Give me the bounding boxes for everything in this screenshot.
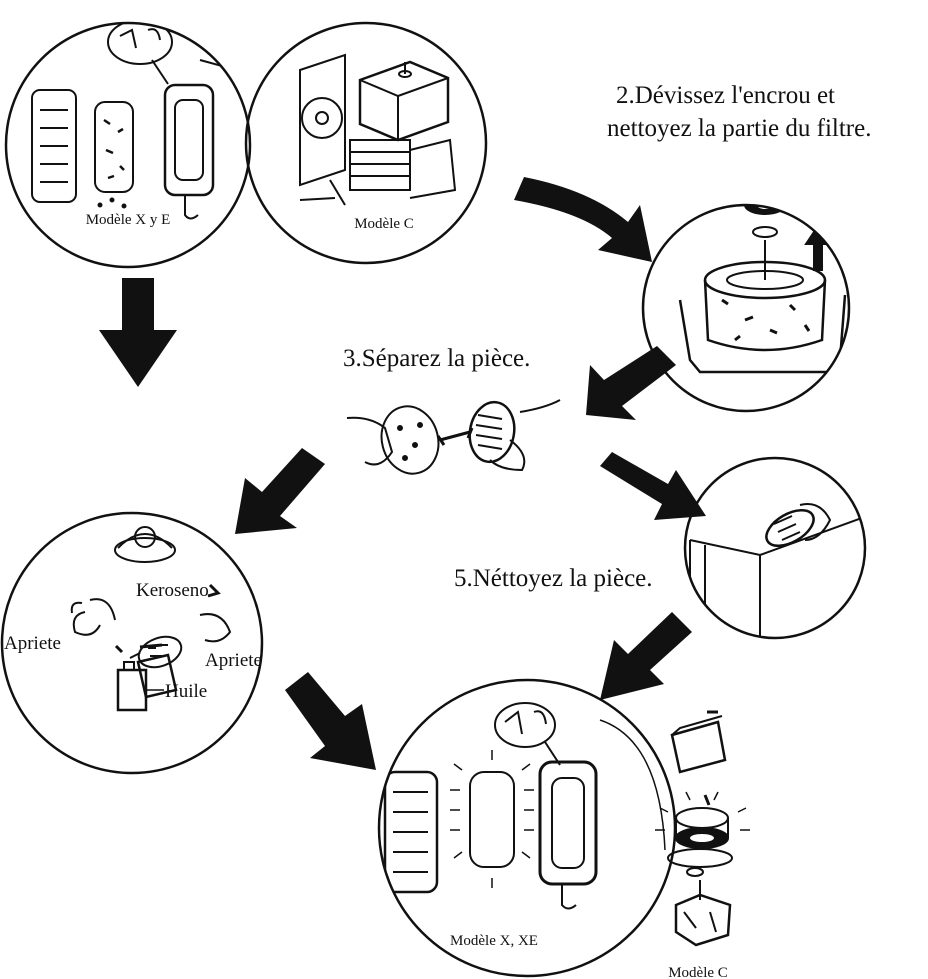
step2-text-line1: 2.Dévissez l'encrou et <box>616 82 835 109</box>
lift-arrow-icon <box>804 224 832 271</box>
circle-c-before: Modèle C <box>244 21 488 265</box>
model-c-foam <box>675 807 729 829</box>
washer <box>752 226 778 238</box>
model-c-gasket <box>686 867 704 877</box>
flow-arrows <box>99 177 706 770</box>
separate-parts-illustration <box>346 399 561 475</box>
caption-model-c-before: Modèle C <box>354 216 414 232</box>
step2-text-line2: nettoyez la partie du filtre. <box>607 115 871 142</box>
air-cleaner-housing <box>163 83 215 197</box>
label-squeeze-right: Apriete <box>205 650 262 671</box>
cover-reassembled <box>383 770 439 894</box>
paper-element <box>468 400 516 464</box>
dirty-filter-element <box>94 101 134 193</box>
arrow-from-clean-icon <box>600 612 692 700</box>
caption-model-c-exploded: Modèle C <box>668 965 728 979</box>
left-hand <box>346 416 394 466</box>
caption-model-x-xe: Modèle X, XE <box>450 933 538 949</box>
circle-reassembled: Modèle X, XE <box>377 678 677 978</box>
model-c-cover <box>670 720 727 774</box>
arrow-to-clean-icon <box>600 452 706 520</box>
detail-bubble <box>107 23 173 65</box>
clean-filter-element <box>469 771 515 868</box>
left-squeeze-hand <box>72 611 101 636</box>
tapping-hand <box>799 503 832 541</box>
arrow-from-wash-icon <box>285 672 376 770</box>
filter-base <box>678 294 847 374</box>
model-c-exploded-view <box>655 710 750 947</box>
model-c-base <box>674 893 732 947</box>
step3-text: 3.Séparez la pièce. <box>343 345 530 372</box>
arrow-to-wash-icon <box>235 448 325 534</box>
kerosene-bowl <box>114 537 176 563</box>
step5-text: 5.Néttoyez la pièce. <box>454 565 653 592</box>
arrow-to-unscrew-icon <box>514 177 652 262</box>
right-hand <box>489 439 526 472</box>
oil-can <box>136 653 178 699</box>
circle-wash-element: Keroseno Apriete Apriete Huile <box>0 511 264 775</box>
circle-unscrew-nut <box>641 203 851 413</box>
foam-element <box>380 405 440 475</box>
arrow-down-icon <box>99 278 177 387</box>
right-squeeze-hand <box>199 613 232 643</box>
arrow-to-separate-icon <box>586 346 676 420</box>
detail-bubble-reassembled <box>494 702 556 748</box>
label-oil: Huile <box>165 681 207 702</box>
housing-reassembled <box>538 760 598 886</box>
air-cleaner-box <box>358 60 450 142</box>
model-c-element <box>667 848 733 868</box>
air-cleaner-cover <box>31 89 77 203</box>
recoil-starter <box>299 53 346 187</box>
label-squeeze-left: Apriete <box>4 633 61 654</box>
filter-being-tapped <box>765 508 815 548</box>
circle-clean-part <box>683 456 867 640</box>
caption-model-xe-before: Modèle X y E <box>86 212 171 228</box>
circle-xe-before: Modèle X y E <box>4 21 252 269</box>
label-kerosene: Keroseno <box>136 580 209 601</box>
